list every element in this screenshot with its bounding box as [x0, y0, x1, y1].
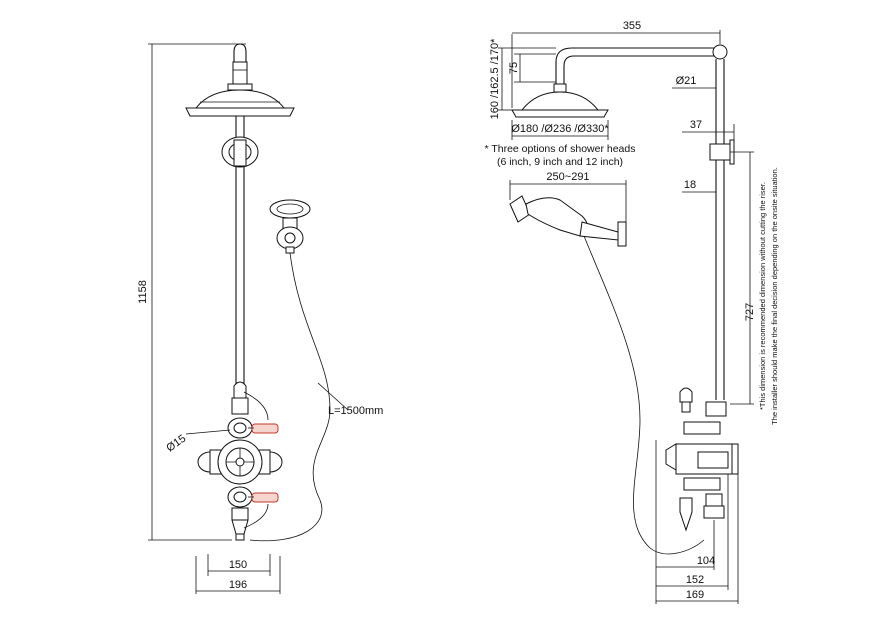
side-shower-arm: [555, 44, 728, 400]
side-riser-length-label: 727: [744, 303, 756, 321]
front-hose: [249, 252, 331, 542]
front-view: 1158 Ø15 L=1500mm 150 196: [137, 43, 383, 594]
side-head-diameter-label: Ø180 /Ø236 /Ø330*: [511, 123, 609, 135]
side-depth-total-label: 169: [686, 589, 704, 601]
front-shower-arm: [232, 43, 248, 85]
front-dim-width: 150 196: [195, 554, 281, 594]
side-handset-range-label: 250~291: [546, 171, 589, 183]
side-shower-head: [511, 83, 609, 118]
front-width-outer-label: 196: [229, 579, 247, 591]
front-outlet-diameter-label: Ø15: [164, 433, 188, 455]
side-depth-outlet-label: 104: [697, 555, 715, 567]
side-head-drop-label: 160 /162.5 /170*: [489, 38, 501, 119]
side-riser-offset-label: 18: [684, 179, 696, 191]
front-riser-pipe: [221, 116, 259, 392]
side-arm-length-label: 355: [623, 20, 641, 32]
side-installer-note-line2: The installer should make the final deci…: [770, 167, 779, 425]
side-handset: [509, 195, 627, 247]
side-dim-depth: 104 152 169: [655, 440, 739, 604]
side-view: 355 160 /162.5 /170* 75 Ø180 /Ø236 /Ø330…: [485, 20, 779, 604]
front-handset: [269, 199, 311, 254]
side-head-note-line2: (6 inch, 9 inch and 12 inch): [497, 156, 623, 168]
front-height-label: 1158: [137, 280, 149, 304]
front-width-inner-label: 150: [229, 559, 247, 571]
side-head-note-line1: * Three options of shower heads: [485, 143, 636, 155]
side-installer-note-line1: *This dimension is recommended dimension…: [758, 182, 767, 410]
side-depth-valve-label: 152: [686, 574, 704, 586]
side-head-height-label: 75: [508, 62, 520, 74]
front-hose-length-label: L=1500mm: [328, 405, 383, 417]
side-hose: [583, 235, 705, 555]
front-dim-height: 1158: [137, 43, 246, 541]
side-valve: [665, 387, 739, 532]
front-shower-head: [185, 83, 295, 117]
front-valve: [197, 381, 283, 541]
side-dim-arm: 355: [511, 20, 721, 108]
side-riser-diameter-label: Ø21: [676, 75, 697, 87]
side-bracket-offset-label: 37: [690, 119, 702, 131]
